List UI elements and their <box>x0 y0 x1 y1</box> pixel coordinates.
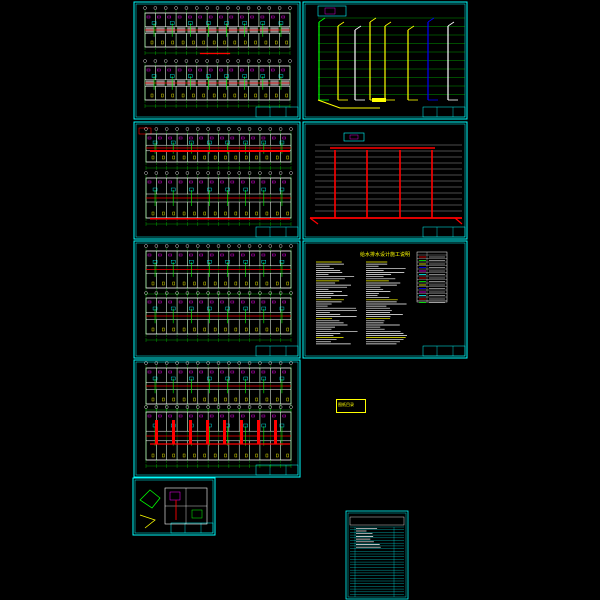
sheet-plan-level-2 <box>133 121 301 240</box>
stamp-text: 图纸目录 <box>338 402 354 407</box>
sheet-plan-ground <box>133 1 301 120</box>
sheet-system-diagram <box>302 121 468 240</box>
drawing-stamp: 图纸目录 <box>336 399 366 413</box>
notes-title: 给水排水设计施工说明 <box>360 251 410 258</box>
sheet-riser-diagram <box>302 1 468 120</box>
sheet-detail-sheet <box>132 477 216 536</box>
sheet-plan-level-4 <box>133 359 301 478</box>
sheet-plan-level-3 <box>133 240 301 359</box>
sheet-design-notes: 给水排水设计施工说明 <box>302 240 468 359</box>
sheet-drawing-index <box>345 510 409 600</box>
